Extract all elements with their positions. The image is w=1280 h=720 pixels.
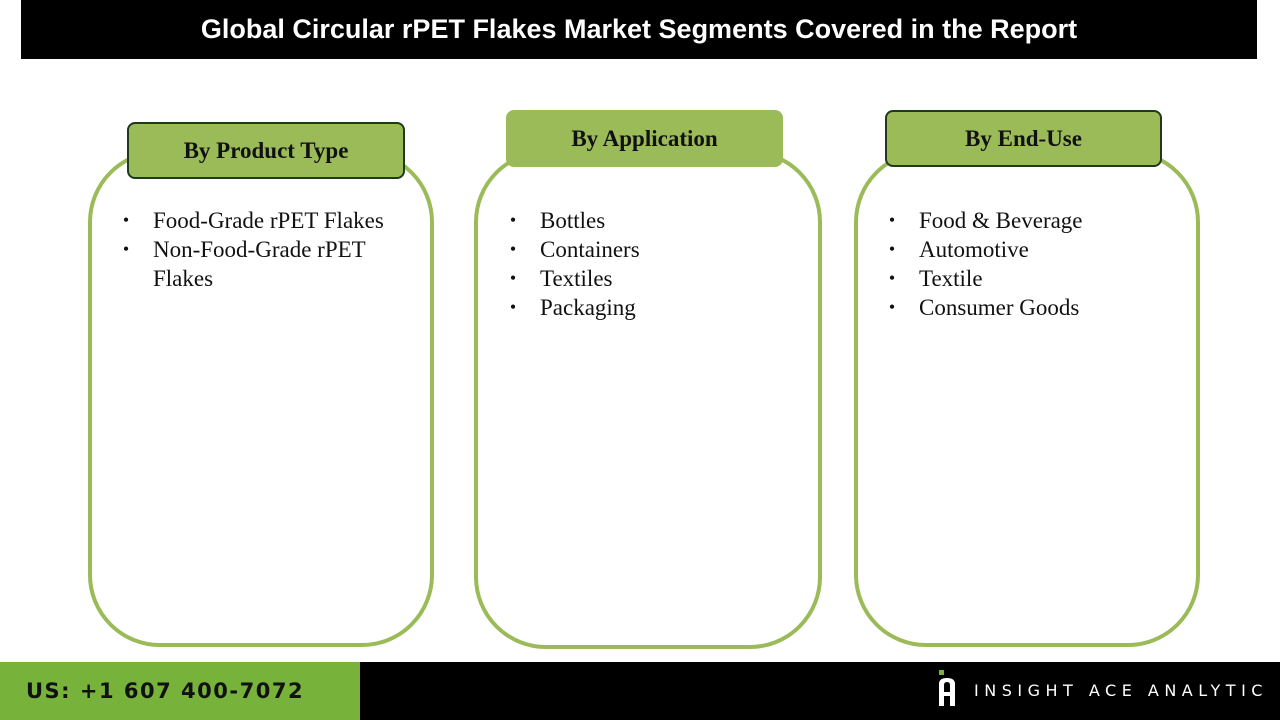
list-item: •Food & Beverage [882, 206, 1182, 235]
segment-panel-product-type [88, 150, 434, 647]
list-item: •Automotive [882, 235, 1182, 264]
list-item: •Textile [882, 264, 1182, 293]
segment-list-application: •Bottles •Containers •Textiles •Packagin… [503, 206, 803, 322]
bullet-icon: • [122, 210, 130, 230]
bullet-icon: • [122, 239, 130, 259]
list-item: •Non-Food-Grade rPET Flakes [116, 235, 416, 293]
segment-panel-end-use [854, 150, 1200, 647]
insight-ace-logo-icon [939, 670, 955, 706]
segment-panel-application [474, 150, 822, 649]
segment-heading-product-type: By Product Type [127, 122, 405, 179]
list-item: •Consumer Goods [882, 293, 1182, 322]
list-item: •Bottles [503, 206, 803, 235]
page-title: Global Circular rPET Flakes Market Segme… [21, 0, 1257, 59]
bullet-icon: • [888, 210, 896, 230]
segment-list-end-use: •Food & Beverage •Automotive •Textile •C… [882, 206, 1182, 322]
footer-phone: US: +1 607 400-7072 [0, 662, 360, 720]
list-item: •Textiles [503, 264, 803, 293]
footer-brand-bar [360, 662, 1280, 720]
list-item: •Packaging [503, 293, 803, 322]
bullet-icon: • [509, 297, 517, 317]
list-item: •Food-Grade rPET Flakes [116, 206, 416, 235]
brand-name: INSIGHT ACE ANALYTIC [974, 681, 1268, 700]
bullet-icon: • [509, 268, 517, 288]
segment-heading-end-use: By End-Use [885, 110, 1162, 167]
bullet-icon: • [888, 297, 896, 317]
segment-list-product-type: •Food-Grade rPET Flakes •Non-Food-Grade … [116, 206, 416, 293]
bullet-icon: • [509, 210, 517, 230]
list-item: •Containers [503, 235, 803, 264]
bullet-icon: • [509, 239, 517, 259]
bullet-icon: • [888, 268, 896, 288]
segment-heading-application: By Application [506, 110, 783, 167]
bullet-icon: • [888, 239, 896, 259]
